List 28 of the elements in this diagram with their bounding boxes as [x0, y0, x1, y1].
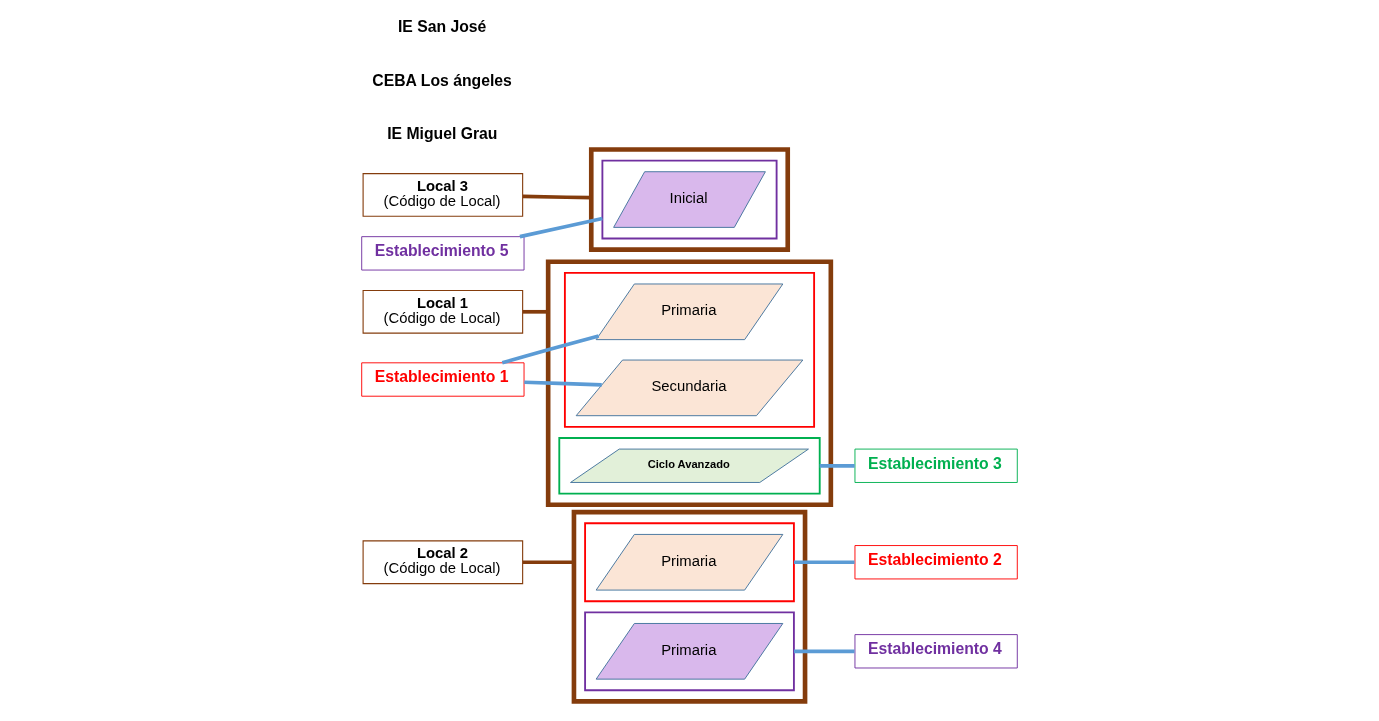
connector [793, 560, 855, 565]
node-box: Establecimiento 2 [854, 545, 1018, 580]
connector [519, 216, 603, 239]
cluster [584, 522, 795, 603]
cluster [571, 509, 808, 704]
cluster [588, 147, 791, 252]
cluster [558, 437, 821, 495]
connector [522, 560, 574, 565]
connector [793, 649, 855, 654]
connector [819, 463, 855, 468]
node-box: Local 1 (Código de Local) [362, 289, 524, 334]
node-box: Local 3 (Código de Local) [362, 173, 524, 217]
label: CEBA Los ángeles [372, 71, 512, 89]
cluster [584, 611, 795, 692]
label: IE San José [397, 17, 487, 35]
node-box: Local 2 (Código de Local) [362, 540, 524, 585]
node-box: Establecimiento 3 [854, 448, 1018, 483]
connector [522, 194, 592, 200]
cluster [545, 259, 834, 508]
label: IE Miguel Grau [387, 125, 498, 143]
cluster [563, 271, 816, 428]
node-box: Establecimiento 1 [361, 362, 525, 397]
connector [501, 334, 600, 365]
connector [524, 380, 602, 387]
connector [522, 309, 549, 314]
node-box: Establecimiento 4 [854, 634, 1018, 669]
node-box: Establecimiento 5 [361, 236, 525, 271]
cluster [601, 159, 778, 240]
